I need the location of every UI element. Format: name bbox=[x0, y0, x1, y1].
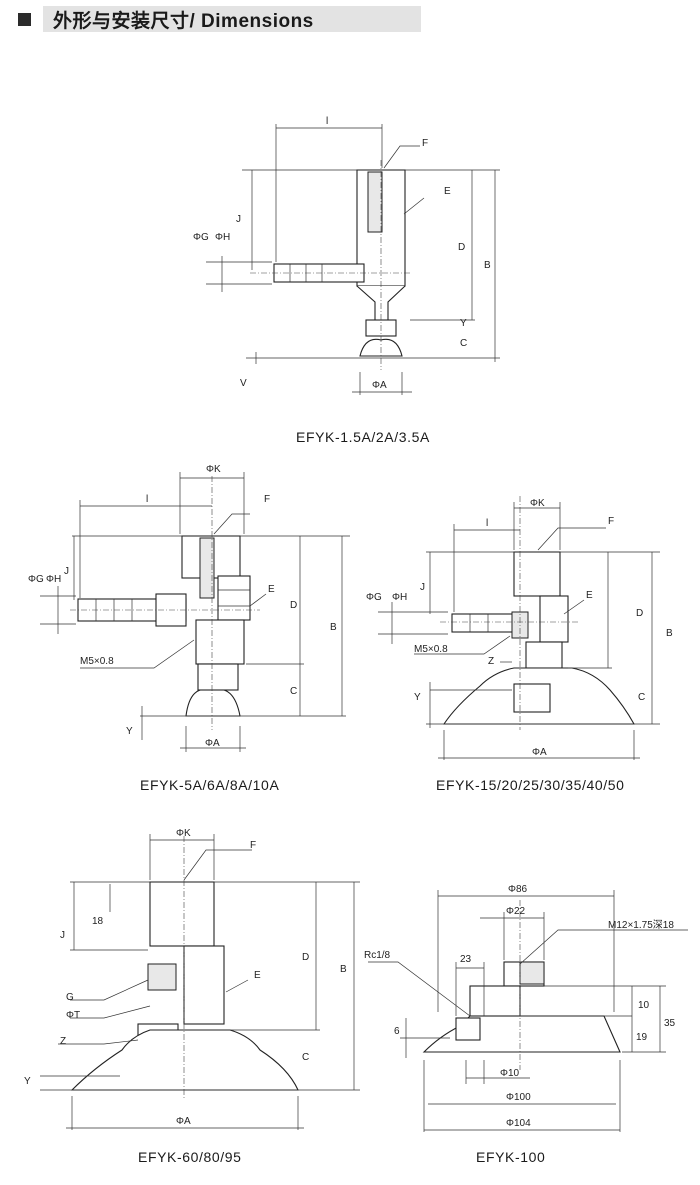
fig5-label-m12: M12×1.75深18 bbox=[608, 919, 674, 931]
fig3-stem bbox=[525, 641, 563, 669]
figure-efyk-100: Φ86 Φ22 M12×1.75深18 Rc1/8 23 6 10 35 19 … bbox=[364, 884, 688, 1165]
fig2-label-k: ΦK bbox=[206, 464, 221, 475]
fig4-label-t: ΦT bbox=[66, 1010, 80, 1021]
fig5-label-10: 10 bbox=[638, 1000, 650, 1011]
fig3-label-f: F bbox=[608, 516, 614, 527]
fig5-label-rc: Rc1/8 bbox=[364, 950, 391, 961]
fig4-cup bbox=[70, 1029, 299, 1091]
figure-efyk-60: ΦK F J 18 D B E G ΦT Z C Y ΦA EFYK-60/80… bbox=[24, 828, 360, 1165]
figure-efyk-5a: ΦK l F E ΦG ΦH J D B C Y ΦA M5×0.8 EFYK-… bbox=[28, 464, 350, 793]
fig5-label-d86: Φ86 bbox=[508, 884, 528, 895]
fig4-label-k: ΦK bbox=[176, 828, 191, 839]
fig5-label-d104: Φ104 bbox=[506, 1118, 531, 1129]
section-header: 外形与安装尺寸/ Dimensions bbox=[18, 6, 421, 32]
fig5-threaded-bore bbox=[519, 961, 545, 985]
fig1-inner-bore bbox=[367, 171, 383, 233]
fig4-fitting bbox=[147, 963, 177, 991]
fig3-label-g: ΦG bbox=[366, 592, 382, 603]
fig3-label-m5: M5×0.8 bbox=[414, 644, 448, 655]
fig5-label-23: 23 bbox=[460, 954, 472, 965]
fig1-label-e: E bbox=[444, 186, 451, 197]
fig5-body bbox=[469, 985, 521, 1017]
fig2-label-y: Y bbox=[126, 726, 133, 737]
fig4-label-d: D bbox=[302, 952, 309, 963]
fig3-label-l: l bbox=[486, 518, 488, 529]
fig1-label-v: V bbox=[240, 378, 247, 389]
fig2-label-l: l bbox=[146, 494, 148, 505]
fig1-label-y: Y bbox=[460, 318, 467, 329]
fig2-label-h: ΦH bbox=[46, 574, 61, 585]
fig5-cup bbox=[422, 1015, 621, 1053]
fig4-label-18: 18 bbox=[92, 916, 104, 927]
fig5-label-19: 19 bbox=[636, 1032, 648, 1043]
fig3-cup-insert bbox=[513, 683, 551, 713]
fig2-caption: EFYK-5A/6A/8A/10A bbox=[140, 777, 279, 793]
fig1-label-h: ΦH bbox=[215, 232, 230, 243]
fig2-inner-bore bbox=[199, 537, 215, 599]
fig5-caption: EFYK-100 bbox=[476, 1149, 545, 1165]
fig3-label-y: Y bbox=[414, 692, 421, 703]
fig4-label-y: Y bbox=[24, 1076, 31, 1087]
fig2-label-d: D bbox=[290, 600, 297, 611]
fig2-label-e: E bbox=[268, 584, 275, 595]
fig2-cup-neck bbox=[197, 663, 239, 691]
fig2-label-m5: M5×0.8 bbox=[80, 656, 114, 667]
fig5-label-6: 6 bbox=[394, 1026, 400, 1037]
fig4-stem bbox=[183, 945, 225, 1025]
fig3-caption: EFYK-15/20/25/30/35/40/50 bbox=[436, 777, 625, 793]
fig3-label-c: C bbox=[638, 692, 645, 703]
header-square-bullet bbox=[18, 12, 31, 26]
fig3-top-block bbox=[513, 551, 561, 597]
fig2-label-j: J bbox=[64, 566, 69, 577]
fig1-label-d: D bbox=[458, 242, 465, 253]
fig3-label-k: ΦK bbox=[530, 498, 545, 509]
fig4-label-c: C bbox=[302, 1052, 309, 1063]
fig5-side-port bbox=[455, 1017, 481, 1041]
fig1-label-a: ΦA bbox=[372, 380, 387, 391]
fig4-label-f: F bbox=[250, 840, 256, 851]
fig2-cup bbox=[185, 688, 241, 717]
fig5-label-35: 35 bbox=[664, 1018, 676, 1029]
section-title: 外形与安装尺寸/ Dimensions bbox=[43, 6, 421, 32]
fig5-label-d10: Φ10 bbox=[500, 1068, 520, 1079]
fig3-hex-nut bbox=[539, 595, 569, 643]
fig4-label-z: Z bbox=[60, 1036, 66, 1047]
fig3-label-e: E bbox=[586, 590, 593, 601]
fig5-label-d100: Φ100 bbox=[506, 1092, 531, 1103]
fig1-label-g: ΦG bbox=[193, 232, 209, 243]
fig2-label-g: ΦG bbox=[28, 574, 44, 585]
fig2-stem bbox=[195, 619, 245, 665]
fig2-label-a: ΦA bbox=[205, 738, 220, 749]
fig5-label-d22: Φ22 bbox=[506, 906, 526, 917]
figure-efyk-1-5a: l F E J ΦG ΦH D B Y C V ΦA EFYK-1.5A/2A/… bbox=[193, 116, 500, 445]
fig1-label-j: J bbox=[236, 214, 241, 225]
fig1-label-f: F bbox=[422, 138, 428, 149]
fig3-label-a: ΦA bbox=[532, 747, 547, 758]
fig1-label-c: C bbox=[460, 338, 467, 349]
fig2-label-b: B bbox=[330, 622, 337, 633]
fig3-label-z: Z bbox=[488, 656, 494, 667]
fig2-label-f: F bbox=[264, 494, 270, 505]
fig4-top-block bbox=[149, 881, 215, 947]
fig4-label-b: B bbox=[340, 964, 347, 975]
fig4-label-g: G bbox=[66, 992, 74, 1003]
fig1-label-l: l bbox=[326, 116, 328, 127]
fig4-caption: EFYK-60/80/95 bbox=[138, 1149, 242, 1165]
fig3-label-d: D bbox=[636, 608, 643, 619]
fig2-label-c: C bbox=[290, 686, 297, 697]
fig1-caption: EFYK-1.5A/2A/3.5A bbox=[296, 429, 430, 445]
fig3-label-b: B bbox=[666, 628, 673, 639]
fig3-label-h: ΦH bbox=[392, 592, 407, 603]
figure-efyk-15: ΦK l F J ΦG ΦH E D B M5×0.8 Z Y C ΦA EFY… bbox=[366, 496, 673, 793]
fig4-label-j: J bbox=[60, 930, 65, 941]
fig4-label-e: E bbox=[254, 970, 261, 981]
fig3-label-j: J bbox=[420, 582, 425, 593]
fig1-label-b: B bbox=[484, 260, 491, 271]
fig4-label-a: ΦA bbox=[176, 1116, 191, 1127]
fig2-hex-nut bbox=[217, 575, 251, 621]
